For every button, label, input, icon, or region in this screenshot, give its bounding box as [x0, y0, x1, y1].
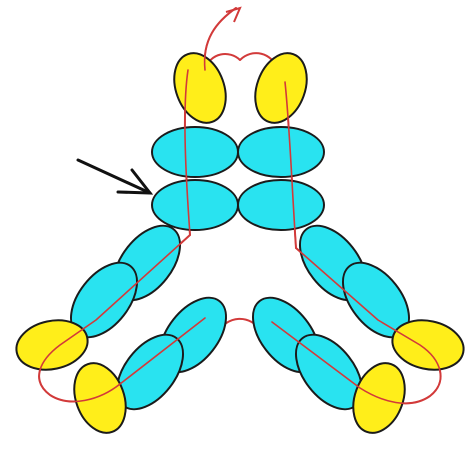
cyan-bead: [238, 180, 324, 230]
bead-layer: [12, 46, 468, 440]
yellow-bead: [165, 46, 235, 130]
yellow-bead: [246, 46, 316, 130]
pointer-arrow-icon: [78, 160, 150, 193]
cyan-bead: [152, 127, 238, 177]
cyan-bead: [238, 127, 324, 177]
cyan-bead: [152, 180, 238, 230]
